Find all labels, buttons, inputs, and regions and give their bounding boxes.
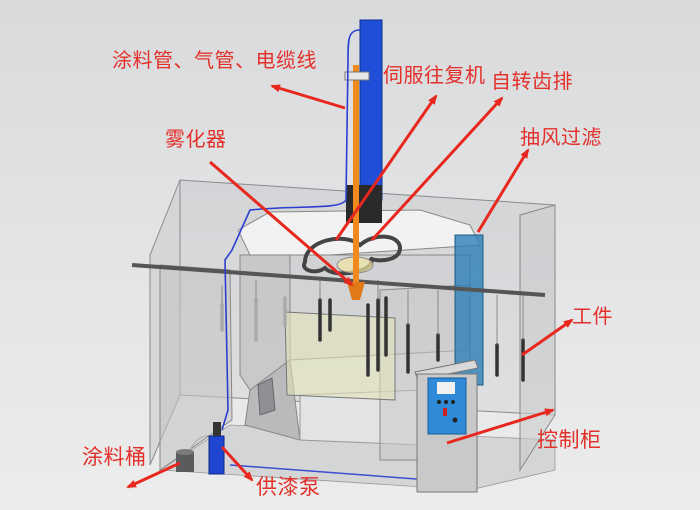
exhaust-filter	[454, 234, 484, 386]
label-rotating-rack: 自转齿排	[491, 69, 573, 93]
hanging-workpieces	[220, 296, 525, 382]
cable	[221, 29, 361, 431]
paint-bucket	[176, 449, 194, 472]
label-atomizer: 雾化器	[165, 127, 227, 151]
track-bar	[131, 263, 546, 297]
label-pipes: 涂料管、气管、电缆线	[112, 48, 317, 72]
callout-arrows	[126, 84, 574, 489]
paint-pump	[208, 422, 225, 475]
label-exhaust-filter: 抽风过滤	[520, 125, 602, 149]
control-cabinet	[414, 359, 479, 493]
label-paint-pump: 供漆泵	[256, 475, 321, 499]
servo-column	[359, 19, 383, 201]
atomizer	[347, 282, 365, 300]
label-workpiece: 工件	[572, 304, 613, 328]
rotating-rack	[302, 234, 403, 276]
label-servo: 伺服往复机	[383, 63, 486, 87]
booth-right-wall	[519, 204, 556, 472]
label-paint-bucket: 涂料桶	[82, 445, 147, 469]
label-control-cabinet: 控制柜	[537, 428, 602, 452]
servo-rod	[353, 65, 359, 290]
